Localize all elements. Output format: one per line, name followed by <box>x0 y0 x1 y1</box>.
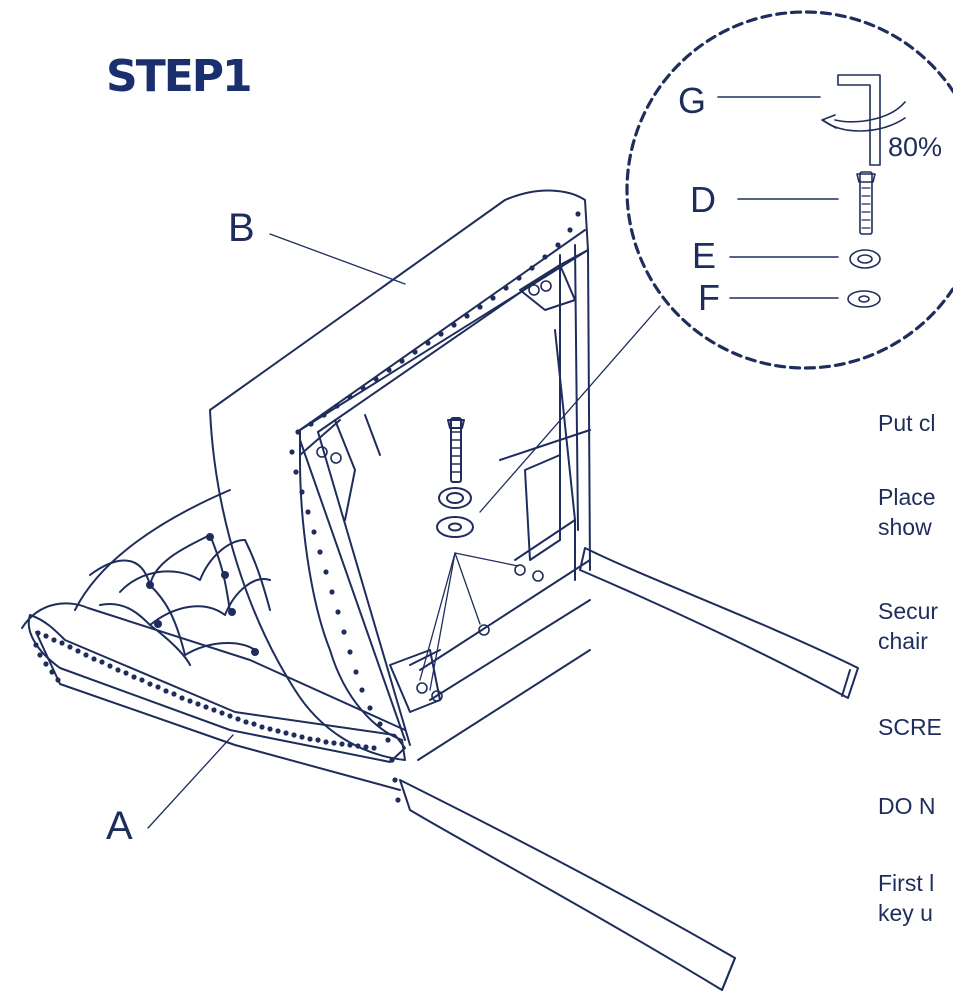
screw-holes <box>316 280 552 702</box>
instruction-line-1: Put cl <box>878 410 936 436</box>
step-title: STEP1 <box>106 51 253 102</box>
backrest-nailhead-trim <box>289 211 581 803</box>
instruction-line-3: Secur chair <box>878 598 939 654</box>
hardware-label-g: G <box>678 80 707 121</box>
seat-buttons <box>146 533 259 656</box>
backrest-frame <box>209 189 591 761</box>
hardware-label-e: E <box>692 235 717 276</box>
instruction-line-5: DO N <box>878 793 936 819</box>
hardware-detail-callout <box>625 10 953 370</box>
instruction-line-6: First l key u <box>878 870 935 926</box>
instruction-line-4: SCRE <box>878 714 942 740</box>
leader-lines <box>147 233 661 829</box>
chair-legs <box>399 547 859 991</box>
instruction-line-2: Place show <box>878 484 936 540</box>
part-label-b: B <box>228 206 255 250</box>
hardware-label-f: F <box>698 277 720 318</box>
part-label-a: A <box>106 804 133 848</box>
hardware-label-d: D <box>690 179 716 220</box>
seat-nailhead-trim <box>33 630 377 751</box>
hardware-exploded <box>436 417 474 538</box>
rotation-percent-label: 80% <box>888 132 943 162</box>
